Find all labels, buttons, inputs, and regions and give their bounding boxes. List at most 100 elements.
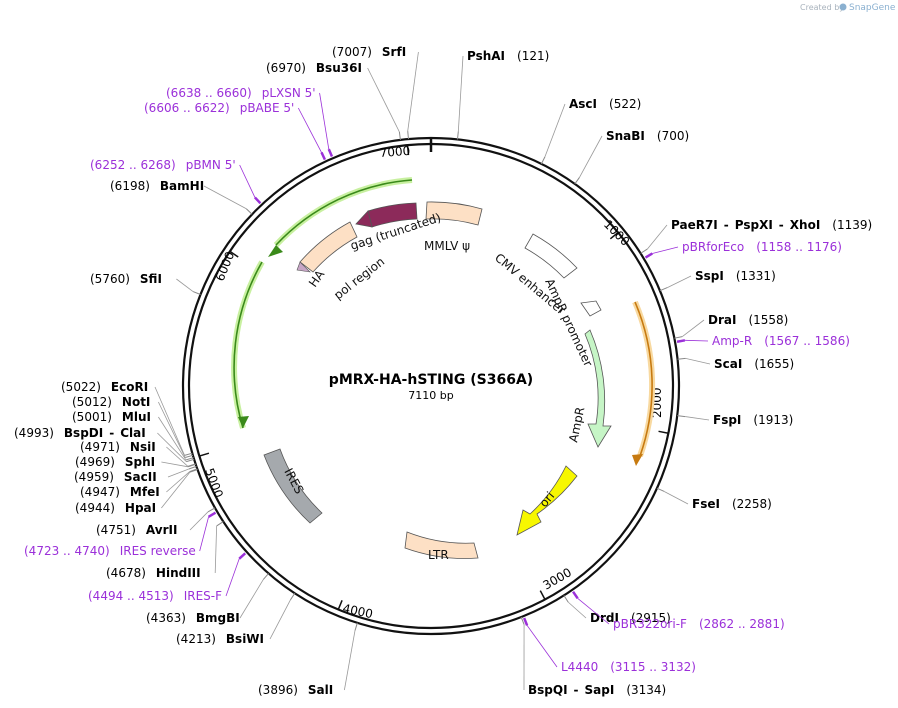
site-label[interactable]: PaeR7I-PspXI-XhoI(1139) — [671, 218, 872, 232]
site-label[interactable]: (5001)MluI — [72, 410, 151, 424]
primer-leader — [225, 558, 240, 597]
primer-label[interactable]: Amp-R(1567 .. 1586) — [712, 334, 850, 348]
site-label[interactable]: (3896)SalI — [258, 683, 333, 697]
primer-tick — [207, 511, 217, 518]
site-tick — [677, 415, 686, 418]
primer-label[interactable]: (6638 .. 6660)pLXSN 5' — [166, 86, 316, 100]
site-leader — [161, 461, 189, 468]
tick-mark — [229, 250, 239, 258]
site-name: HindIII — [156, 566, 201, 580]
site-name: ScaI — [714, 357, 742, 371]
primer-name: IRES reverse — [120, 544, 196, 558]
primer-label[interactable]: pBR322ori-F (2862 .. 2881) — [613, 617, 785, 631]
primer-label[interactable]: L4440(3115 .. 3132) — [561, 660, 696, 674]
site-label[interactable]: (6970)Bsu36I — [266, 61, 362, 75]
site-labels: (7007)SrfI (6970)Bsu36I PshAI(121) AscI(522… — [14, 45, 872, 697]
hsting-arc-outer — [275, 179, 413, 246]
site-label[interactable]: ScaI(1655) — [714, 357, 794, 371]
site-label[interactable]: (4363)BmgBI — [146, 611, 240, 625]
site-leader — [166, 471, 190, 493]
primer-label[interactable]: pBRforEco(1158 .. 1176) — [682, 240, 842, 254]
feature-ori[interactable] — [516, 465, 578, 536]
site-position: (1913) — [753, 413, 793, 427]
site-tick — [186, 458, 195, 463]
site-position: (4213) — [176, 632, 216, 646]
tick-mark — [199, 452, 210, 457]
primer-name: pBRforEco — [682, 240, 744, 254]
site-name: MfeI — [130, 485, 160, 499]
primer-range: (6638 .. 6660) — [166, 86, 252, 100]
site-tick — [187, 463, 196, 467]
site-label[interactable]: (4993)BspDI-ClaI — [14, 426, 146, 440]
primer-name: pBR322ori-F — [613, 617, 687, 631]
site-tick — [185, 454, 194, 459]
site-tick — [520, 616, 525, 625]
site-label[interactable]: (5760)SfiI — [90, 272, 162, 286]
site-name: Bsu36I — [316, 61, 362, 75]
feature-ha[interactable] — [296, 261, 311, 273]
feature-pol-region[interactable] — [299, 221, 358, 273]
snapgene-logo-icon — [839, 3, 847, 11]
site-tick — [262, 573, 269, 580]
site-label[interactable]: (4751)AvrII — [96, 523, 177, 537]
site-name: EcoRI — [111, 380, 148, 394]
primer-label[interactable]: (4723 .. 4740)IRES reverse — [24, 544, 196, 558]
primer-range: (2862 .. 2881) — [699, 617, 785, 631]
site-tick — [189, 469, 198, 473]
plasmid-name: pMRX-HA-hSTING (S366A) — [329, 372, 533, 388]
feature-ires[interactable] — [263, 448, 323, 524]
site-separator: - — [724, 218, 729, 232]
site-label[interactable]: PshAI(121) — [467, 49, 549, 63]
feature-mmlv-psi[interactable] — [425, 201, 483, 226]
primer-label[interactable]: (6606 .. 6622)pBABE 5' — [144, 101, 294, 115]
hsting-arc-inner-glow — [231, 260, 265, 429]
site-label[interactable]: (4969)SphI — [75, 455, 155, 469]
site-label[interactable]: (6198)BamHI — [110, 179, 204, 193]
site-label[interactable]: DraI(1558) — [708, 313, 788, 327]
site-label[interactable]: (7007)SrfI — [332, 45, 406, 59]
site-leader — [158, 401, 186, 458]
site-label[interactable]: SnaBI(700) — [606, 129, 689, 143]
site-label[interactable]: (4213)BsiWI — [176, 632, 264, 646]
primer-label[interactable]: (6252 .. 6268)pBMN 5' — [90, 158, 236, 172]
primer-name: pBABE 5' — [240, 101, 295, 115]
tick-mark — [658, 430, 669, 435]
site-tick — [540, 156, 546, 165]
site-leader — [161, 471, 191, 509]
site-label[interactable]: (5022)EcoRI — [61, 380, 148, 394]
feature-cmv-enhancer[interactable] — [524, 233, 578, 279]
site-separator: - — [109, 426, 114, 440]
primer-tick — [676, 339, 686, 343]
site-position: (522) — [609, 97, 641, 111]
site-name: XhoI — [790, 218, 821, 232]
site-tick — [216, 521, 224, 527]
primer-tick — [522, 617, 529, 626]
tick-mark — [406, 145, 410, 156]
site-label[interactable]: AscI(522) — [569, 97, 641, 111]
site-label[interactable]: FseI(2258) — [692, 497, 772, 511]
site-position: (4678) — [106, 566, 146, 580]
primer-range: (1567 .. 1586) — [764, 334, 850, 348]
site-label[interactable]: SspI(1331) — [695, 269, 776, 283]
site-label[interactable]: BspQI-SapI(3134) — [528, 683, 666, 697]
feature-ltr[interactable] — [404, 531, 479, 559]
feature-ampr[interactable] — [584, 329, 612, 448]
site-position: (4751) — [96, 523, 136, 537]
site-label[interactable]: (4971)NsiI — [80, 440, 156, 454]
site-label[interactable]: (4959)SacII — [74, 470, 157, 484]
site-label[interactable]: (5012)NotI — [72, 395, 150, 409]
plasmid-size: 7110 bp — [408, 389, 453, 402]
tick-label: 4000 — [341, 601, 374, 621]
primer-tick — [644, 252, 653, 259]
site-position: (4993) — [14, 426, 54, 440]
site-label[interactable]: (4678) HindIII — [106, 566, 201, 580]
site-label[interactable]: (4947)MfeI — [80, 485, 160, 499]
site-label[interactable]: DrdI(2915) — [590, 611, 671, 625]
feature-ampr-promoter[interactable] — [580, 300, 602, 317]
hsting-arc-outer-head — [268, 245, 283, 257]
site-label[interactable]: (4944)HpaI — [75, 501, 156, 515]
site-name: FseI — [692, 497, 720, 511]
site-position: (700) — [657, 129, 689, 143]
primer-label[interactable]: (4494 .. 4513)IRES-F — [88, 589, 222, 603]
site-label[interactable]: FspI(1913) — [713, 413, 793, 427]
